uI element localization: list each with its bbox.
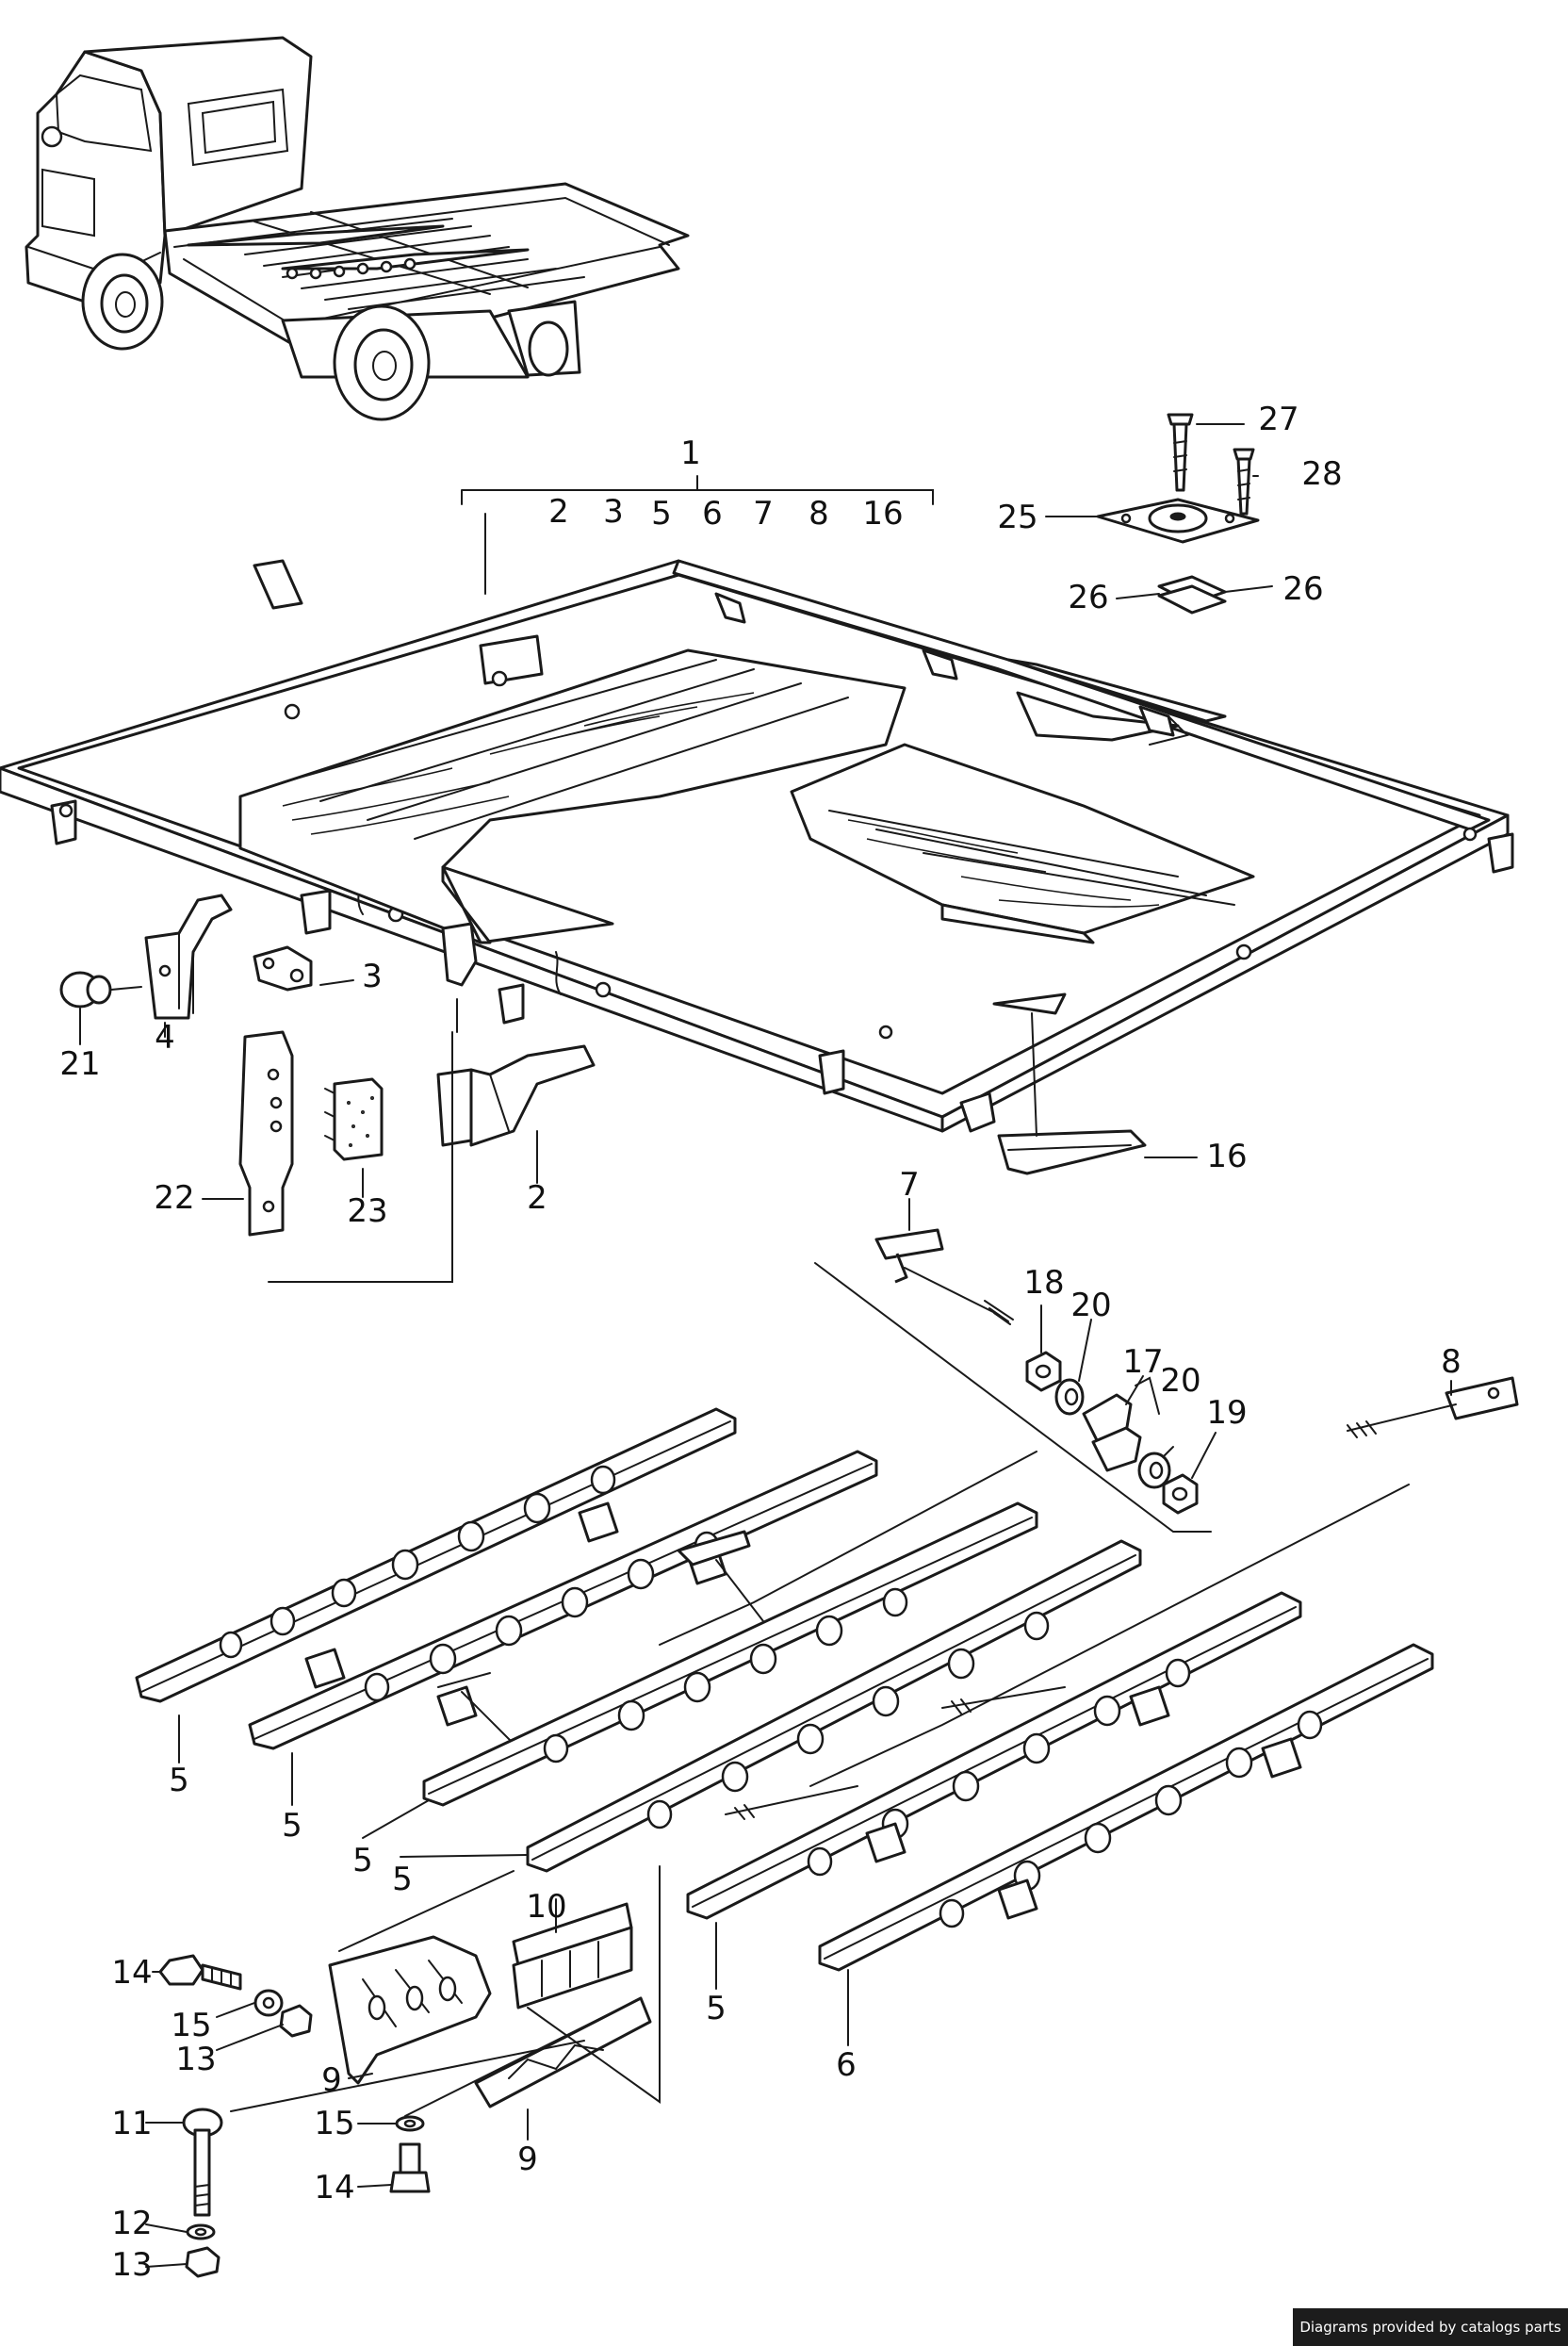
- callout-23: 23: [347, 1192, 387, 1230]
- callout-labels: 1 2 3 5 6 7 8 16 27 28 25 26 26 3 4 21 2…: [59, 401, 1461, 2284]
- callout-17: 17: [1122, 1343, 1163, 1381]
- callout-15-top: 15: [171, 2007, 211, 2044]
- callout-22: 22: [154, 1179, 194, 1217]
- callout-7: 7: [899, 1166, 920, 1204]
- callout-6: 6: [836, 2046, 857, 2084]
- callout-21: 21: [59, 1045, 100, 1083]
- callout-1-sub-8: 8: [808, 495, 829, 533]
- callout-1-sub-2: 2: [548, 493, 569, 531]
- callout-25: 25: [997, 499, 1037, 536]
- callout-20-top: 20: [1070, 1287, 1111, 1324]
- callout-1: 1: [680, 435, 701, 472]
- left-bracket-group: [59, 894, 596, 1283]
- callout-15-bottom: 15: [314, 2105, 354, 2142]
- callout-5-a: 5: [169, 1762, 189, 1799]
- callout-9-right: 9: [517, 2141, 538, 2178]
- callout-26-left: 26: [1068, 579, 1108, 616]
- callout-12: 12: [111, 2205, 152, 2242]
- callout-4: 4: [155, 1019, 175, 1057]
- wooden-floor: [238, 648, 1255, 944]
- callout-2: 2: [527, 1179, 547, 1217]
- part-16-rail: [992, 993, 1147, 1175]
- callout-14-bottom: 14: [314, 2169, 354, 2207]
- callout-1-sub-5: 5: [651, 495, 672, 533]
- callout-27: 27: [1258, 401, 1298, 438]
- crossmembers: [135, 1407, 1434, 1972]
- callout-5-b: 5: [282, 1807, 302, 1845]
- callout-13-top: 13: [175, 2041, 216, 2078]
- callout-1-sub-3: 3: [603, 493, 624, 531]
- callout-9-left: 9: [321, 2061, 342, 2099]
- callout-19: 19: [1206, 1394, 1247, 1432]
- callout-20-bottom: 20: [1160, 1362, 1200, 1400]
- part-8-bolt: [1347, 1376, 1519, 1438]
- truck-illustration: [24, 36, 690, 421]
- callout-1-sub-16: 16: [862, 495, 903, 533]
- callout-5-d: 5: [392, 1861, 413, 1898]
- callout-8: 8: [1441, 1343, 1462, 1381]
- callout-5-e: 5: [706, 1990, 727, 2027]
- lower-bracket-group: [158, 1865, 661, 2278]
- bolt-assembly-7: [814, 1228, 1212, 1533]
- platform-frame: [0, 559, 1514, 1133]
- callout-14-top: 14: [111, 1954, 152, 1992]
- callout-18: 18: [1023, 1264, 1064, 1302]
- leader-lines: [79, 423, 1452, 2268]
- callout-11: 11: [111, 2105, 152, 2142]
- callout-1-sub-6: 6: [702, 495, 723, 533]
- attribution-footer: Diagrams provided by catalogs parts: [1293, 2308, 1568, 2346]
- callout-16: 16: [1206, 1138, 1247, 1175]
- callout-26-right: 26: [1282, 570, 1323, 608]
- callout-5-c: 5: [352, 1842, 373, 1879]
- callout-13-bottom: 13: [111, 2246, 152, 2284]
- callout-10: 10: [526, 1888, 566, 1926]
- mounting-plate-group: [1096, 413, 1260, 615]
- callout-28: 28: [1301, 455, 1342, 493]
- callout-1-sub-7: 7: [753, 495, 774, 533]
- callout-3: 3: [362, 958, 383, 995]
